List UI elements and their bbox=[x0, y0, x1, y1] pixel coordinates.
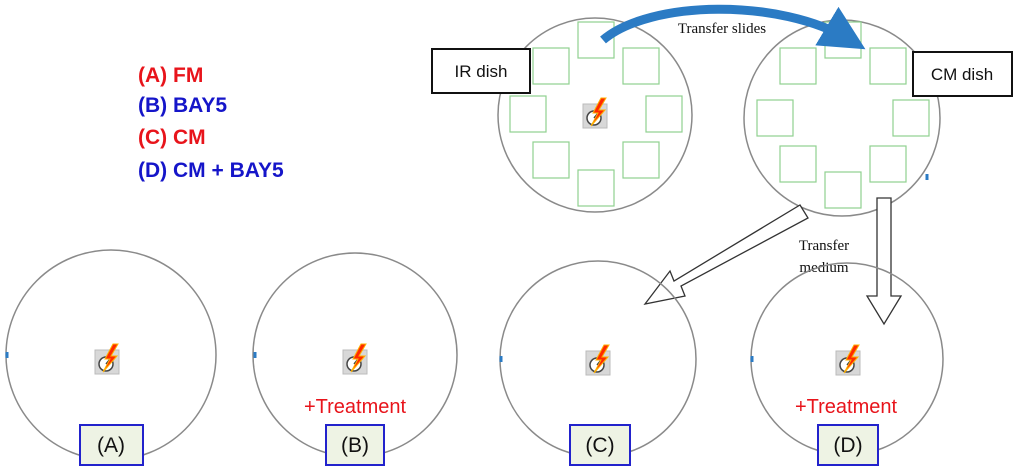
svg-text:CM dish: CM dish bbox=[931, 65, 993, 84]
transfer-medium-arrows bbox=[643, 197, 903, 326]
dish-d: +Treatment (D) bbox=[750, 262, 944, 466]
treatment-label-b: +Treatment bbox=[304, 396, 407, 418]
legend-item-b: (B) BAY5 bbox=[138, 94, 227, 117]
ir-dish bbox=[497, 17, 693, 213]
ir-dish-label: IR dish bbox=[431, 48, 531, 94]
svg-text:IR dish: IR dish bbox=[455, 62, 508, 81]
cm-dish bbox=[743, 19, 941, 217]
legend-item-a: (A) FM bbox=[138, 64, 203, 87]
lightning-bolt-icon bbox=[342, 343, 368, 375]
case-label-box-a bbox=[79, 424, 144, 466]
case-label-box-d bbox=[817, 424, 879, 466]
case-label-a: (A) bbox=[97, 434, 125, 457]
ir-dish-slides bbox=[509, 21, 683, 207]
lightning-bolt-icon bbox=[585, 344, 611, 376]
transfer-medium-label-line1: Transfer bbox=[799, 238, 849, 254]
case-label-box-b bbox=[325, 424, 385, 466]
legend-item-d: (D) CM + BAY5 bbox=[138, 159, 284, 182]
transfer-slides-arrow: Transfer slides bbox=[600, 4, 866, 50]
case-label-d: (D) bbox=[833, 434, 862, 457]
legend-item-c: (C) CM bbox=[138, 126, 206, 149]
dish-c: (C) bbox=[499, 260, 697, 466]
lightning-bolt-icon bbox=[94, 343, 120, 375]
case-label-box-c bbox=[569, 424, 631, 466]
case-label-c: (C) bbox=[585, 434, 614, 457]
cm-dish-label: CM dish bbox=[912, 51, 1013, 97]
treatment-label-d: +Treatment bbox=[795, 396, 898, 418]
transfer-medium-label-line2: medium bbox=[799, 260, 848, 276]
case-label-b: (B) bbox=[341, 434, 369, 457]
lightning-bolt-icon bbox=[835, 344, 861, 376]
legend: (A) FM (B) BAY5 (C) CM (D) CM + BAY5 bbox=[138, 64, 284, 182]
transfer-slides-label: Transfer slides bbox=[678, 21, 766, 37]
dish-a: (A) bbox=[5, 249, 217, 466]
dish-b: +Treatment (B) bbox=[252, 252, 458, 466]
